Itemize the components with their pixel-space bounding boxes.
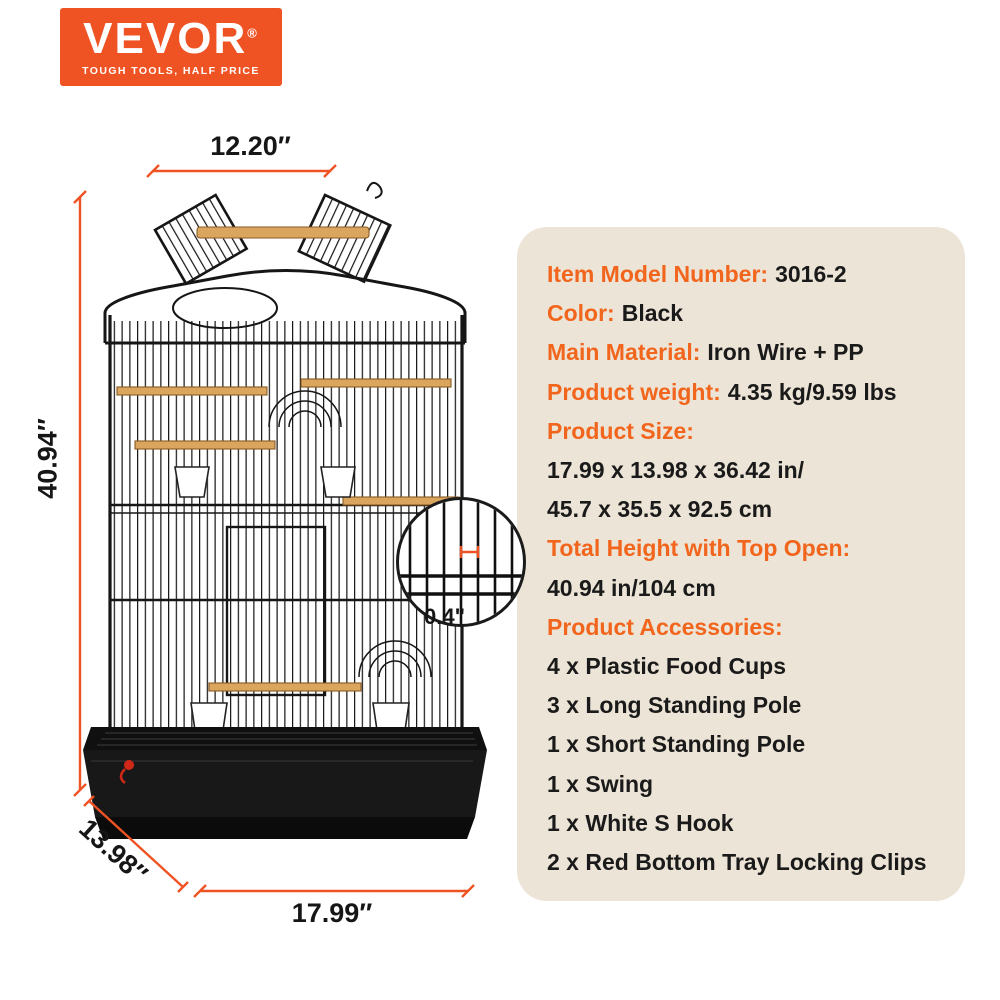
spec-label: Total Height with Top Open:: [547, 535, 851, 562]
s-hook: [366, 181, 383, 199]
spec-label: Item Model Number:: [547, 261, 769, 287]
dimension-label-height: 40.94″: [32, 418, 63, 499]
spec-line-accessory-long-pole: 3 x Long Standing Pole: [547, 686, 955, 725]
spec-line-size-cm: 45.7 x 35.5 x 92.5 cm: [547, 490, 955, 529]
brand-logo: VEVOR® TOUGH TOOLS, HALF PRICE: [60, 8, 282, 86]
wire-gap-mark: [459, 546, 480, 558]
spec-line-size-in: 17.99 x 13.98 x 36.42 in/: [547, 451, 955, 490]
spec-line-accessory-clips: 2 x Red Bottom Tray Locking Clips: [547, 843, 955, 882]
wood-perches: [116, 226, 460, 692]
swing-arches: [268, 390, 432, 678]
dimension-label-top-width: 12.20″: [210, 131, 291, 161]
spec-label: Product Accessories:: [547, 613, 783, 640]
spec-value: 1 x Short Standing Pole: [547, 731, 806, 758]
spec-panel: Item Model Number:3016-2 Color:Black Mai…: [517, 227, 965, 901]
spec-line-total-height-heading: Total Height with Top Open:: [547, 529, 955, 568]
spec-value: 40.94 in/104 cm: [547, 574, 716, 601]
spec-line-accessory-cups: 4 x Plastic Food Cups: [547, 647, 955, 686]
spec-line-accessory-swing: 1 x Swing: [547, 765, 955, 804]
roof-wires: [109, 321, 463, 343]
wire-gap-label: 0.4": [424, 604, 466, 629]
spec-line-weight: Product weight:4.35 kg/9.59 lbs: [547, 373, 955, 412]
registered-mark: ®: [247, 25, 259, 41]
spec-value: 1 x White S Hook: [547, 809, 734, 836]
brand-name: VEVOR®: [83, 14, 259, 63]
spec-value: 17.99 x 13.98 x 36.42 in/: [547, 457, 805, 484]
brand-tagline: TOUGH TOOLS, HALF PRICE: [82, 65, 260, 78]
open-top-door-left: [153, 193, 249, 286]
spec-value: 45.7 x 35.5 x 92.5 cm: [547, 496, 773, 523]
spec-line-model: Item Model Number:3016-2: [547, 255, 955, 294]
spec-value: 1 x Swing: [547, 770, 654, 797]
cage-roof: [103, 269, 467, 343]
spec-label: Product weight:: [547, 378, 721, 405]
spec-value: Iron Wire + PP: [707, 339, 864, 366]
magnifier-circle: [396, 497, 526, 627]
dimension-label-width: 17.99″: [291, 898, 373, 928]
spec-label: Color:: [547, 300, 615, 327]
spec-line-accessory-short-pole: 1 x Short Standing Pole: [547, 725, 955, 764]
spec-value: Black: [621, 300, 684, 327]
spec-value: 2 x Red Bottom Tray Locking Clips: [547, 849, 927, 876]
spec-label: Main Material:: [547, 339, 701, 366]
spec-line-total-height-value: 40.94 in/104 cm: [547, 569, 955, 608]
bottom-tray: [83, 727, 487, 839]
roof-opening: [172, 287, 278, 329]
spec-line-size-heading: Product Size:: [547, 412, 955, 451]
spec-value: 3016-2: [775, 261, 847, 287]
spec-line-material: Main Material:Iron Wire + PP: [547, 333, 955, 372]
spec-value: 4 x Plastic Food Cups: [547, 653, 786, 680]
spec-label: Product Size:: [547, 417, 694, 444]
front-door: [225, 525, 327, 697]
spec-line-accessories-heading: Product Accessories:: [547, 608, 955, 647]
spec-line-color: Color:Black: [547, 294, 955, 333]
spec-line-accessory-hook: 1 x White S Hook: [547, 804, 955, 843]
spec-value: 4.35 kg/9.59 lbs: [727, 378, 897, 405]
spec-value: 3 x Long Standing Pole: [547, 692, 802, 719]
red-locking-clip: [119, 760, 134, 785]
